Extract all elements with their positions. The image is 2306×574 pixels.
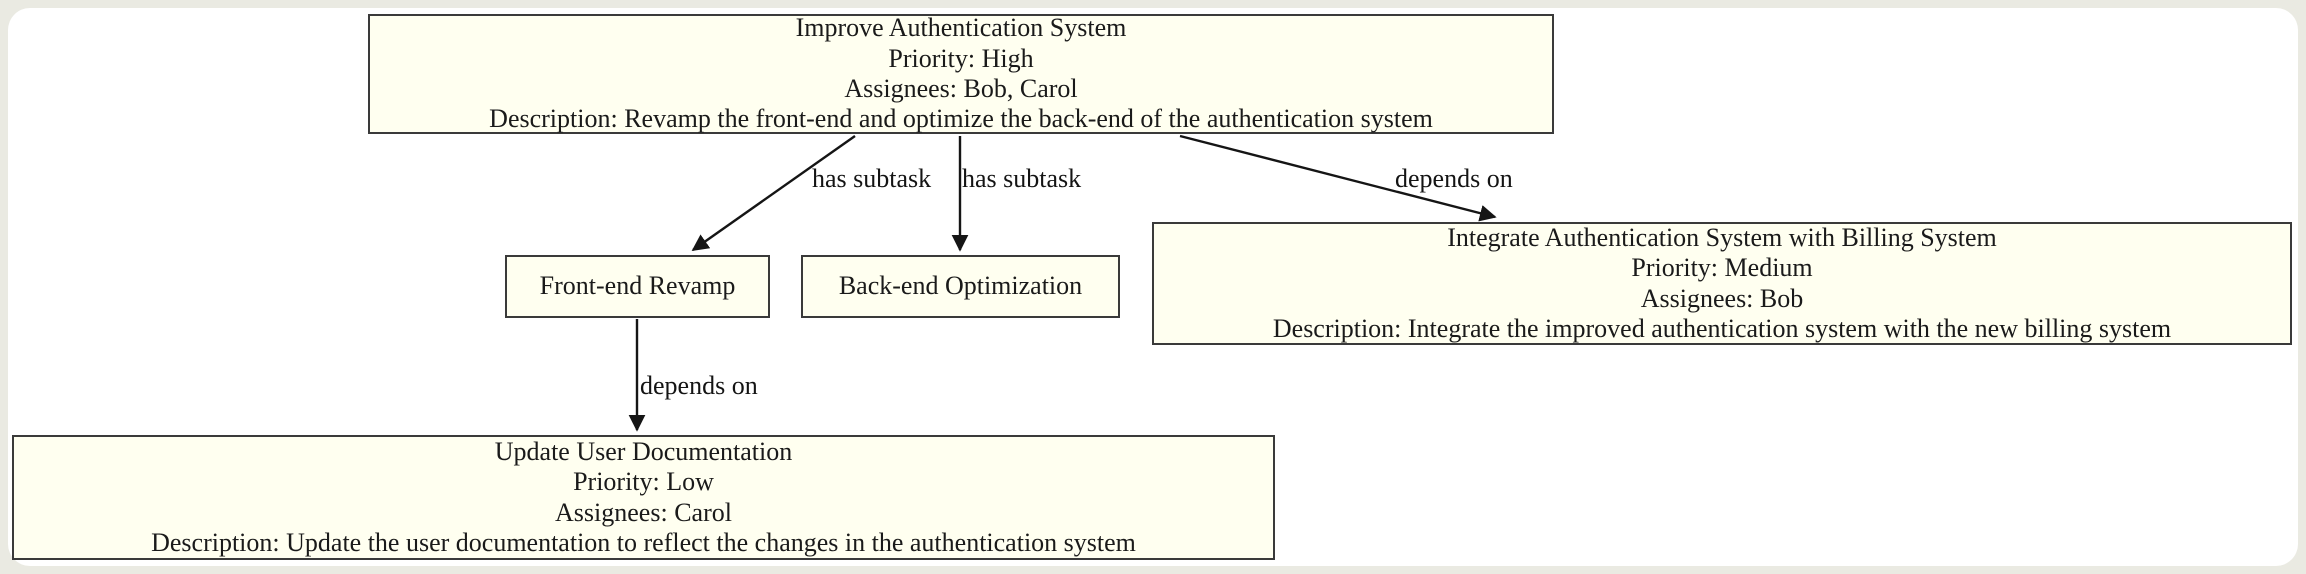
node-assignees: Assignees: Bob (1640, 283, 1804, 313)
node-title: Improve Authentication System (795, 13, 1127, 43)
node-integrate-authentication-system-with-billing-system[interactable]: Integrate Authentication System with Bil… (1152, 222, 2292, 345)
edge-improve-to-integrate (1179, 134, 1497, 222)
node-priority: Priority: High (888, 43, 1034, 73)
node-title: Update User Documentation (494, 436, 793, 466)
edge-improve-to-front-end (691, 135, 856, 251)
node-back-end-optimization[interactable]: Back-end Optimization (801, 255, 1120, 318)
node-front-end-revamp[interactable]: Front-end Revamp (505, 255, 770, 318)
node-priority: Priority: Low (573, 467, 714, 497)
node-description: Description: Revamp the front-end and op… (489, 104, 1433, 134)
node-description: Description: Integrate the improved auth… (1272, 313, 2172, 343)
edge-label-depends-on-update-docs: depends on (640, 371, 758, 400)
node-priority: Priority: Medium (1631, 253, 1813, 283)
node-assignees: Assignees: Bob, Carol (844, 74, 1078, 103)
node-title: Front-end Revamp (539, 271, 736, 301)
edge-label-has-subtask-back-end: has subtask (962, 164, 1082, 193)
node-assignees: Assignees: Carol (555, 497, 732, 527)
node-update-user-documentation[interactable]: Update User Documentation Priority: Low … (12, 435, 1275, 560)
edge-label-has-subtask-front-end: has subtask (812, 164, 932, 193)
node-title: Back-end Optimization (838, 271, 1083, 301)
node-title: Integrate Authentication System with Bil… (1447, 222, 1997, 252)
edge-label-depends-on-integrate: depends on (1395, 164, 1513, 193)
node-description: Description: Update the user documentati… (151, 527, 1136, 557)
node-improve-authentication-system[interactable]: Improve Authentication System Priority: … (368, 13, 1554, 134)
